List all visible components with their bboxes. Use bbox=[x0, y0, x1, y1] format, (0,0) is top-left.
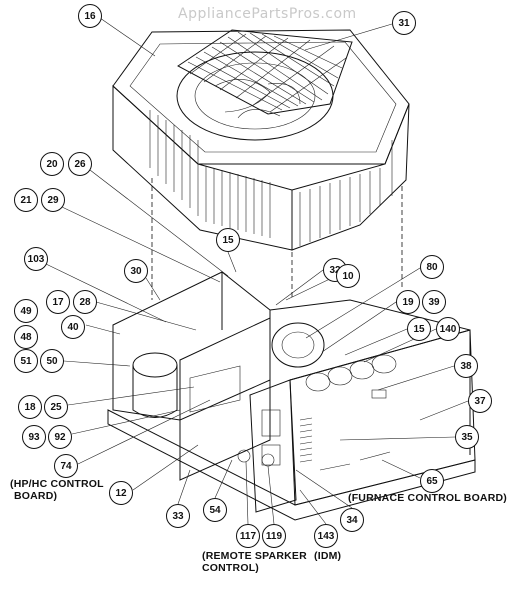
callout-93[interactable]: 93 bbox=[22, 425, 46, 449]
callout-140[interactable]: 140 bbox=[436, 317, 460, 341]
label-idm: (IDM) bbox=[314, 550, 342, 562]
callout-37[interactable]: 37 bbox=[468, 389, 492, 413]
callout-39[interactable]: 39 bbox=[422, 290, 446, 314]
callout-30[interactable]: 30 bbox=[124, 259, 148, 283]
callout-35[interactable]: 35 bbox=[455, 425, 479, 449]
callout-31[interactable]: 31 bbox=[392, 11, 416, 35]
callout-92[interactable]: 92 bbox=[48, 425, 72, 449]
callout-40[interactable]: 40 bbox=[61, 315, 85, 339]
label-furnace-control-board: (FURNACE CONTROL BOARD) bbox=[348, 492, 507, 504]
watermark-text: AppliancePartsPros.com bbox=[178, 6, 357, 22]
callout-49[interactable]: 49 bbox=[14, 299, 38, 323]
callout-34[interactable]: 34 bbox=[340, 508, 364, 532]
callout-18[interactable]: 18 bbox=[18, 395, 42, 419]
callout-119[interactable]: 119 bbox=[262, 524, 286, 548]
callout-20[interactable]: 20 bbox=[40, 152, 64, 176]
callout-103[interactable]: 103 bbox=[24, 247, 48, 271]
callout-51[interactable]: 51 bbox=[14, 349, 38, 373]
callout-12[interactable]: 12 bbox=[109, 481, 133, 505]
top-cover-assembly bbox=[112, 29, 410, 251]
callout-48[interactable]: 48 bbox=[14, 325, 38, 349]
callout-10[interactable]: 10 bbox=[336, 264, 360, 288]
label-hp-hc-control-board-line2: BOARD) bbox=[14, 490, 58, 502]
callout-19[interactable]: 19 bbox=[396, 290, 420, 314]
callout-16[interactable]: 16 bbox=[78, 4, 102, 28]
label-remote-sparker-line2: CONTROL) bbox=[202, 562, 260, 574]
callout-15[interactable]: 15 bbox=[216, 228, 240, 252]
callout-80[interactable]: 80 bbox=[420, 255, 444, 279]
callout-21[interactable]: 21 bbox=[14, 188, 38, 212]
callout-117[interactable]: 117 bbox=[236, 524, 260, 548]
callout-28[interactable]: 28 bbox=[73, 290, 97, 314]
callout-74[interactable]: 74 bbox=[54, 454, 78, 478]
callout-15[interactable]: 15 bbox=[407, 317, 431, 341]
callout-33[interactable]: 33 bbox=[166, 504, 190, 528]
callout-50[interactable]: 50 bbox=[40, 349, 64, 373]
callout-54[interactable]: 54 bbox=[203, 498, 227, 522]
label-remote-sparker-line1: (REMOTE SPARKER bbox=[202, 550, 307, 562]
callout-143[interactable]: 143 bbox=[314, 524, 338, 548]
callout-29[interactable]: 29 bbox=[41, 188, 65, 212]
callout-26[interactable]: 26 bbox=[68, 152, 92, 176]
callout-17[interactable]: 17 bbox=[46, 290, 70, 314]
callout-38[interactable]: 38 bbox=[454, 354, 478, 378]
callout-65[interactable]: 65 bbox=[420, 469, 444, 493]
callout-25[interactable]: 25 bbox=[44, 395, 68, 419]
label-hp-hc-control-board-line1: (HP/HC CONTROL bbox=[10, 478, 104, 490]
